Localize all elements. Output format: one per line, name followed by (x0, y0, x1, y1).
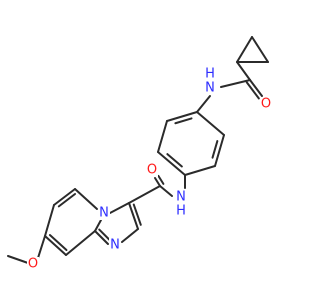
atom-label-o-amide-top: O (261, 97, 271, 112)
bond-methoxy (7, 255, 29, 264)
atom-label-n-ring-imidazole: N (110, 238, 120, 253)
bond-single (196, 95, 211, 113)
atom-label-background (175, 190, 187, 204)
bond-cyclopropane (251, 36, 269, 63)
atom-label-background (146, 163, 158, 177)
bond-benzene (196, 111, 225, 136)
bond-single (236, 61, 251, 81)
bond-pyridine-double (48, 234, 68, 252)
atom-label-n-ring-bridge: N (99, 206, 109, 221)
atom-label-n-amide-top-part-1: N (205, 81, 215, 96)
atom-label-background (98, 206, 110, 220)
bond-imidazole (94, 219, 102, 232)
bond-imidazole (109, 202, 130, 214)
atom-label-background (109, 238, 121, 252)
atom-label-n-amide-top-part-0: H (205, 67, 215, 82)
bond-benzene (157, 120, 168, 153)
atom-label-background (260, 97, 272, 111)
bond-pyridine-double (57, 192, 77, 208)
atom-label-o-methoxy: O (28, 257, 38, 272)
bond-carbonyl-double (157, 174, 165, 185)
bond-benzene (214, 134, 225, 167)
atom-label-background (175, 204, 187, 218)
bond-benzene-double (211, 140, 219, 159)
atom-label-n-amide-mid-part-0: N (176, 190, 186, 205)
bond-pyridine (53, 188, 76, 206)
bond-layer (7, 36, 269, 264)
bond-imidazole-double (98, 228, 111, 241)
bond-benzene (157, 151, 186, 176)
atom-label-background (204, 67, 216, 81)
atom-label-background (27, 257, 39, 271)
bond-carbonyl (154, 177, 161, 187)
bond-methoxy (37, 235, 46, 259)
bond-amide (159, 185, 173, 197)
bond-pyridine (44, 204, 55, 237)
atom-label-o-amide-mid: O (147, 163, 157, 178)
bond-single (128, 185, 161, 204)
bond-benzene-double (166, 153, 183, 168)
bond-pyridine (44, 235, 67, 256)
bond-pyridine (65, 230, 96, 256)
bond-cyclopropane (236, 36, 253, 63)
bond-pyridine (74, 188, 98, 210)
bond-imidazole (128, 202, 139, 230)
bond-benzene (166, 111, 198, 122)
bond-benzene-double (174, 117, 193, 125)
atom-label-background (204, 81, 216, 95)
bond-imidazole-double (132, 203, 142, 226)
atom-label-n-amide-mid-part-1: H (176, 204, 186, 219)
bond-imidazole (94, 230, 109, 245)
bond-carbonyl (249, 79, 263, 97)
bond-imidazole (121, 228, 139, 243)
bond-amide (220, 79, 251, 88)
bond-benzene (184, 165, 216, 176)
bond-carbonyl-double (245, 81, 260, 100)
